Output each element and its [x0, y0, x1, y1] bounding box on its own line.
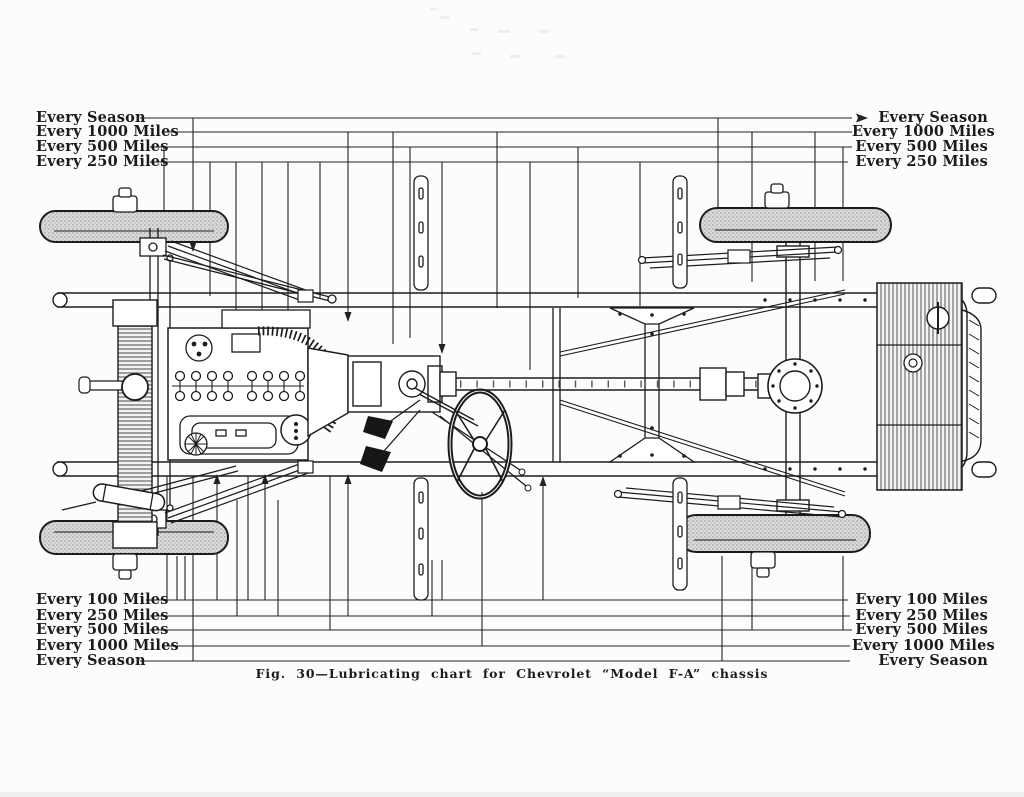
figure-caption: Fig. 30—Lubricating chart for Chevrolet …	[255, 666, 769, 681]
running-board-brackets	[413, 175, 688, 601]
scan-edge	[0, 792, 1024, 797]
magneto	[280, 414, 312, 446]
brake-cross-shaft	[552, 308, 561, 462]
interval-label-bottom-left-100: Every 100 Miles	[36, 591, 169, 608]
transmission	[307, 347, 457, 438]
interval-label-bottom-right-1000: Every 1000 Miles	[852, 637, 995, 654]
interval-label-bottom-right-season: Every Season	[878, 652, 988, 669]
interval-label-bottom-left-season: Every Season	[36, 652, 146, 669]
interval-label-top-left-500: Every 500 Miles	[36, 138, 169, 155]
interval-label-top-right-500: Every 500 Miles	[855, 138, 988, 155]
rear-axle	[757, 243, 823, 514]
starter-gear	[184, 432, 208, 456]
interval-label-bottom-left-250: Every 250 Miles	[36, 607, 169, 624]
wheel-rear-right	[677, 514, 871, 578]
radiator	[78, 299, 158, 549]
interval-label-bottom-right-250: Every 250 Miles	[855, 607, 988, 624]
interval-label-bottom-left-1000: Every 1000 Miles	[36, 637, 179, 654]
interval-label-top-left-season: Every Season	[36, 109, 146, 126]
fuel-tank	[876, 282, 963, 491]
starting-crank	[78, 373, 149, 401]
interval-label-bottom-right-100: Every 100 Miles	[855, 591, 988, 608]
wheel-front-left	[39, 187, 229, 243]
interval-label-top-left-250: Every 250 Miles	[36, 153, 169, 170]
muffler	[61, 465, 239, 512]
cross-member	[607, 307, 697, 463]
interval-label-top-right-season: Every Season	[878, 109, 988, 126]
scan-ghost-marks	[430, 8, 564, 58]
interval-label-bottom-right-500: Every 500 Miles	[855, 621, 988, 638]
frame-rails	[52, 287, 997, 478]
interval-label-bottom-left-500: Every 500 Miles	[36, 621, 169, 638]
brake-rods	[559, 289, 846, 497]
front-springs	[164, 240, 314, 524]
steering-wheel	[414, 387, 513, 500]
filler-cap	[926, 302, 950, 334]
interval-label-top-left-1000: Every 1000 Miles	[36, 123, 179, 140]
torque-tube	[456, 367, 768, 401]
interval-label-top-right-250: Every 250 Miles	[855, 153, 988, 170]
leader-lines	[140, 113, 868, 662]
wheel-rear-left	[699, 183, 892, 243]
interval-label-top-right-1000: Every 1000 Miles	[852, 123, 995, 140]
valve-springs	[172, 370, 306, 402]
